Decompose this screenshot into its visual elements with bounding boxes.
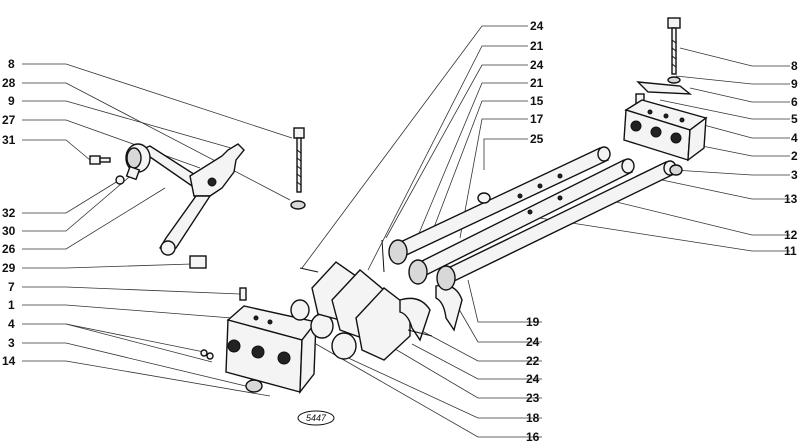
callout-left-8: 26 — [2, 242, 16, 256]
callout-left-9: 29 — [2, 261, 16, 275]
callout-right-1: 8 — [791, 59, 798, 73]
right-assembly — [623, 17, 708, 176]
left-bolt-8 — [290, 127, 306, 210]
callout-left-11: 1 — [8, 298, 15, 312]
callout-middle-2: 21 — [530, 39, 544, 53]
callouts-middle: 24 21 24 21 15 17 25 — [530, 19, 544, 146]
callouts-left: 8 28 9 27 31 32 30 26 29 7 1 4 3 14 — [2, 57, 16, 368]
lever-assembly — [89, 143, 245, 269]
callout-middle-7: 25 — [530, 132, 544, 146]
callout-middle-5: 15 — [530, 94, 544, 108]
callout-left-12: 4 — [8, 317, 15, 331]
callout-bottom-2: 24 — [526, 335, 540, 349]
callout-right-5: 4 — [791, 131, 798, 145]
callout-bottom-6: 18 — [526, 411, 540, 425]
callout-bottom-7: 16 — [526, 430, 540, 444]
callout-right-6: 2 — [791, 149, 798, 163]
callout-right-10: 11 — [784, 244, 797, 258]
callout-left-3: 9 — [8, 94, 15, 108]
left-housing-block — [200, 287, 318, 395]
callout-left-6: 32 — [2, 206, 16, 220]
callout-left-14: 14 — [2, 354, 16, 368]
callout-middle-4: 21 — [530, 76, 544, 90]
callout-right-7: 3 — [791, 168, 798, 182]
callout-left-10: 7 — [8, 280, 15, 294]
callout-middle-1: 24 — [530, 19, 544, 33]
figure-code: 5447 — [306, 413, 327, 423]
callout-right-4: 5 — [791, 112, 798, 126]
callout-left-1: 8 — [8, 57, 15, 71]
callout-middle-3: 24 — [530, 58, 544, 72]
callout-right-9: 12 — [784, 228, 798, 242]
bottom-leaders — [315, 279, 542, 438]
callout-left-13: 3 — [8, 336, 15, 350]
callout-left-7: 30 — [2, 224, 16, 238]
shift-forks — [290, 239, 463, 361]
right-leaders — [519, 47, 790, 252]
callout-right-2: 9 — [791, 77, 798, 91]
shift-rods — [388, 146, 677, 291]
callout-right-3: 6 — [791, 95, 798, 109]
callout-bottom-1: 19 — [526, 315, 540, 329]
callouts-bottom: 19 24 22 24 23 18 16 — [526, 315, 540, 444]
callout-bottom-3: 22 — [526, 354, 540, 368]
callout-bottom-4: 24 — [526, 372, 540, 386]
callout-left-4: 27 — [2, 113, 16, 127]
middle-leaders — [301, 25, 528, 271]
callouts-right: 8 9 6 5 4 2 3 13 12 11 — [784, 59, 798, 258]
callout-bottom-5: 23 — [526, 391, 540, 405]
callout-left-5: 31 — [2, 133, 16, 147]
figure-code-badge: 5447 — [297, 410, 335, 426]
callout-middle-6: 17 — [530, 112, 544, 126]
callout-left-2: 28 — [2, 76, 16, 90]
callout-right-8: 13 — [784, 192, 798, 206]
left-leaders — [22, 63, 293, 397]
